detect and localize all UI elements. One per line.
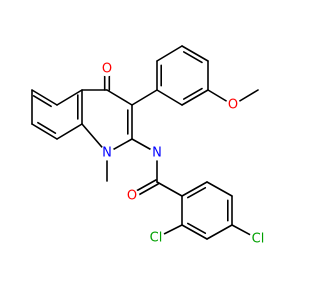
atom-label-o3: O — [127, 189, 137, 204]
atom-label-cl1: Cl — [150, 231, 163, 246]
bond-c1-c2 — [56, 89, 83, 106]
bond-c5-c6 — [56, 123, 83, 140]
bond-b2-b3 — [206, 181, 233, 197]
atom-label-o2: O — [228, 98, 238, 113]
bonds-layer — [31, 45, 259, 240]
bond-r5-r6-inner — [183, 87, 203, 100]
atom-label-group-o2: O — [225, 97, 241, 113]
bond-c8-r1 — [131, 89, 158, 106]
atom-label-group-cl2: Cl — [249, 230, 267, 248]
atom-label-group-cl1: Cl — [147, 229, 165, 247]
atom-label-group-o1: O — [99, 61, 115, 77]
bond-c2-c3-inner — [32, 95, 52, 108]
bond-b1-b2-inner — [187, 186, 207, 199]
bond-b5-b6 — [181, 224, 208, 240]
bond-r2-r3 — [156, 45, 183, 62]
bond-r3-r4 — [181, 45, 209, 62]
atom-label-n1: N — [102, 146, 112, 161]
atom-mask-cl2 — [249, 230, 267, 248]
bond-r3-r4-inner — [183, 51, 203, 64]
atom-mask-n2 — [149, 145, 165, 161]
bond-r6-r1 — [156, 89, 183, 106]
atom-label-o1: O — [102, 62, 112, 77]
atom-mask-o1 — [99, 61, 115, 77]
atom-label-group-o3: O — [124, 188, 140, 204]
atom-mask-o2 — [225, 97, 241, 113]
atom-mask-n1 — [99, 145, 115, 161]
bond-c7-c8 — [106, 89, 133, 106]
molecule-structure-diagram: O N O N O Cl Cl — [31, 45, 267, 248]
atom-label-cl2: Cl — [252, 232, 265, 247]
bond-c4-c5 — [31, 123, 58, 140]
bond-r5-r6 — [181, 89, 209, 106]
atom-mask-cl1 — [147, 229, 165, 247]
bond-amc-b1 — [156, 181, 183, 197]
bond-b1-b2 — [181, 181, 208, 197]
atom-labels-layer: O N O N O Cl Cl — [99, 61, 267, 248]
atom-label-group-n2: N — [149, 145, 165, 161]
bond-c4-c5-inner — [37, 121, 57, 134]
bond-b4-b5 — [206, 224, 233, 240]
atom-label-group-n1: N — [99, 145, 115, 161]
atom-label-n2: N — [152, 146, 162, 161]
bond-b5-b6-inner — [187, 222, 207, 235]
atom-mask-o3 — [124, 188, 140, 204]
bond-c2-c3 — [31, 89, 58, 106]
